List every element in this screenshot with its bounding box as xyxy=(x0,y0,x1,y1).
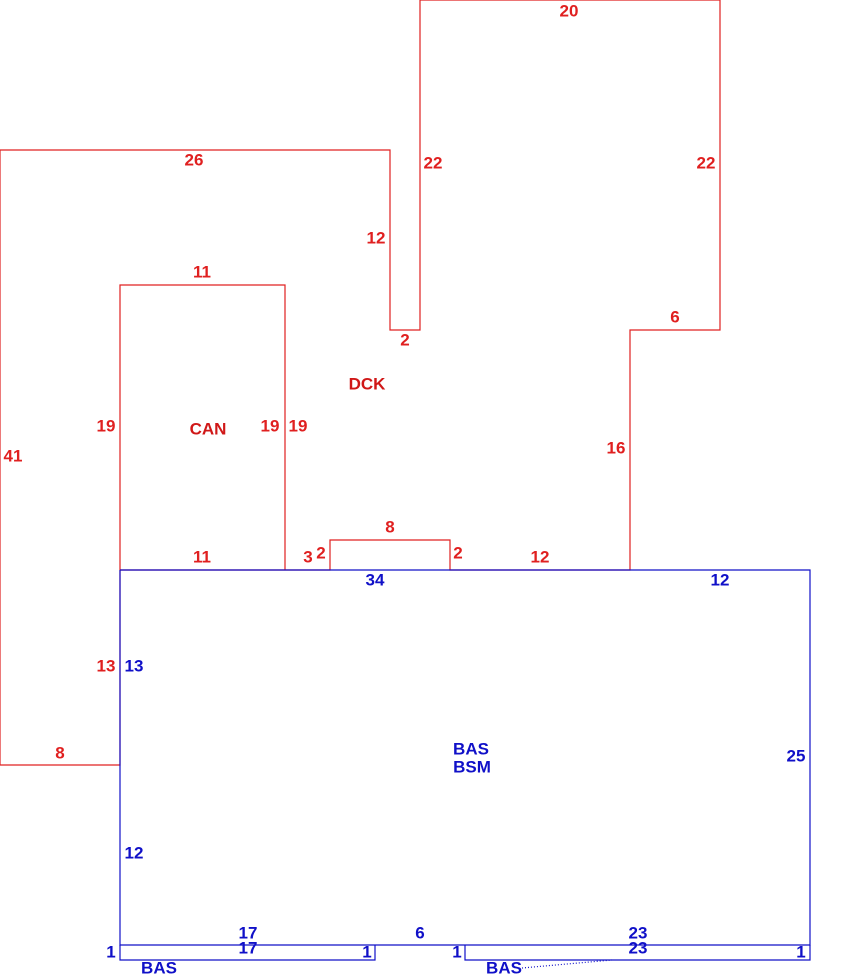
dim-left-top: 26 xyxy=(185,150,204,169)
dim-strip-right-inner-1: 1 xyxy=(452,942,461,961)
dim-bottom-17: 17 xyxy=(239,923,258,942)
bas-left-label: BAS xyxy=(141,958,177,977)
dim-lower-left: 13 xyxy=(97,656,116,675)
dim-tower-right: 22 xyxy=(697,153,716,172)
dim-can-bottom: 11 xyxy=(193,547,211,566)
dim-strip-right-end-1: 1 xyxy=(796,942,805,961)
dim-bump-left: 2 xyxy=(316,543,325,562)
bas-right-label: BAS xyxy=(486,958,522,977)
dim-left-12: 12 xyxy=(125,843,144,862)
dim-bottom-6: 6 xyxy=(415,923,424,942)
dim-can-right-inner: 19 xyxy=(261,416,280,435)
dim-right-25: 25 xyxy=(787,746,806,765)
dim-left-13: 13 xyxy=(125,656,144,675)
dim-top-12: 12 xyxy=(711,570,730,589)
deck-outline xyxy=(0,0,721,766)
bas-left-strip xyxy=(119,945,376,961)
bas-label: BAS xyxy=(453,739,489,758)
dim-strip-left-inner-1: 1 xyxy=(362,942,371,961)
dim-can-left: 19 xyxy=(97,416,116,435)
dim-outer-left: 41 xyxy=(4,446,23,465)
dim-outer-bottom: 8 xyxy=(55,743,64,762)
dim-right-drop: 16 xyxy=(607,438,626,457)
bsm-label: BSM xyxy=(453,757,491,776)
dim-deck-bottom-right: 12 xyxy=(531,547,550,566)
dim-strip-left-17: 17 xyxy=(239,938,258,957)
can-label: CAN xyxy=(190,419,227,438)
dim-step-six: 6 xyxy=(670,307,679,326)
dim-notch-left: 12 xyxy=(367,228,386,247)
dim-tower-top: 20 xyxy=(560,1,579,20)
bas-right-strip xyxy=(464,945,811,961)
dim-tower-left: 22 xyxy=(424,153,443,172)
dim-top-34: 34 xyxy=(366,570,385,589)
dim-notch-bottom: 2 xyxy=(400,330,409,349)
dck-label: DCK xyxy=(349,374,387,393)
dim-bump-right: 2 xyxy=(453,543,462,562)
dim-can-top: 11 xyxy=(193,262,211,281)
dim-bump-top: 8 xyxy=(385,517,394,536)
dim-bottom-23: 23 xyxy=(629,923,648,942)
dim-can-right-outer: 19 xyxy=(289,416,308,435)
dim-strip-right-23: 23 xyxy=(629,938,648,957)
dim-strip-left-end-1: 1 xyxy=(106,942,115,961)
canopy-outline xyxy=(119,284,286,570)
bas-right-leader xyxy=(521,959,613,969)
dim-seg-three: 3 xyxy=(303,547,312,566)
